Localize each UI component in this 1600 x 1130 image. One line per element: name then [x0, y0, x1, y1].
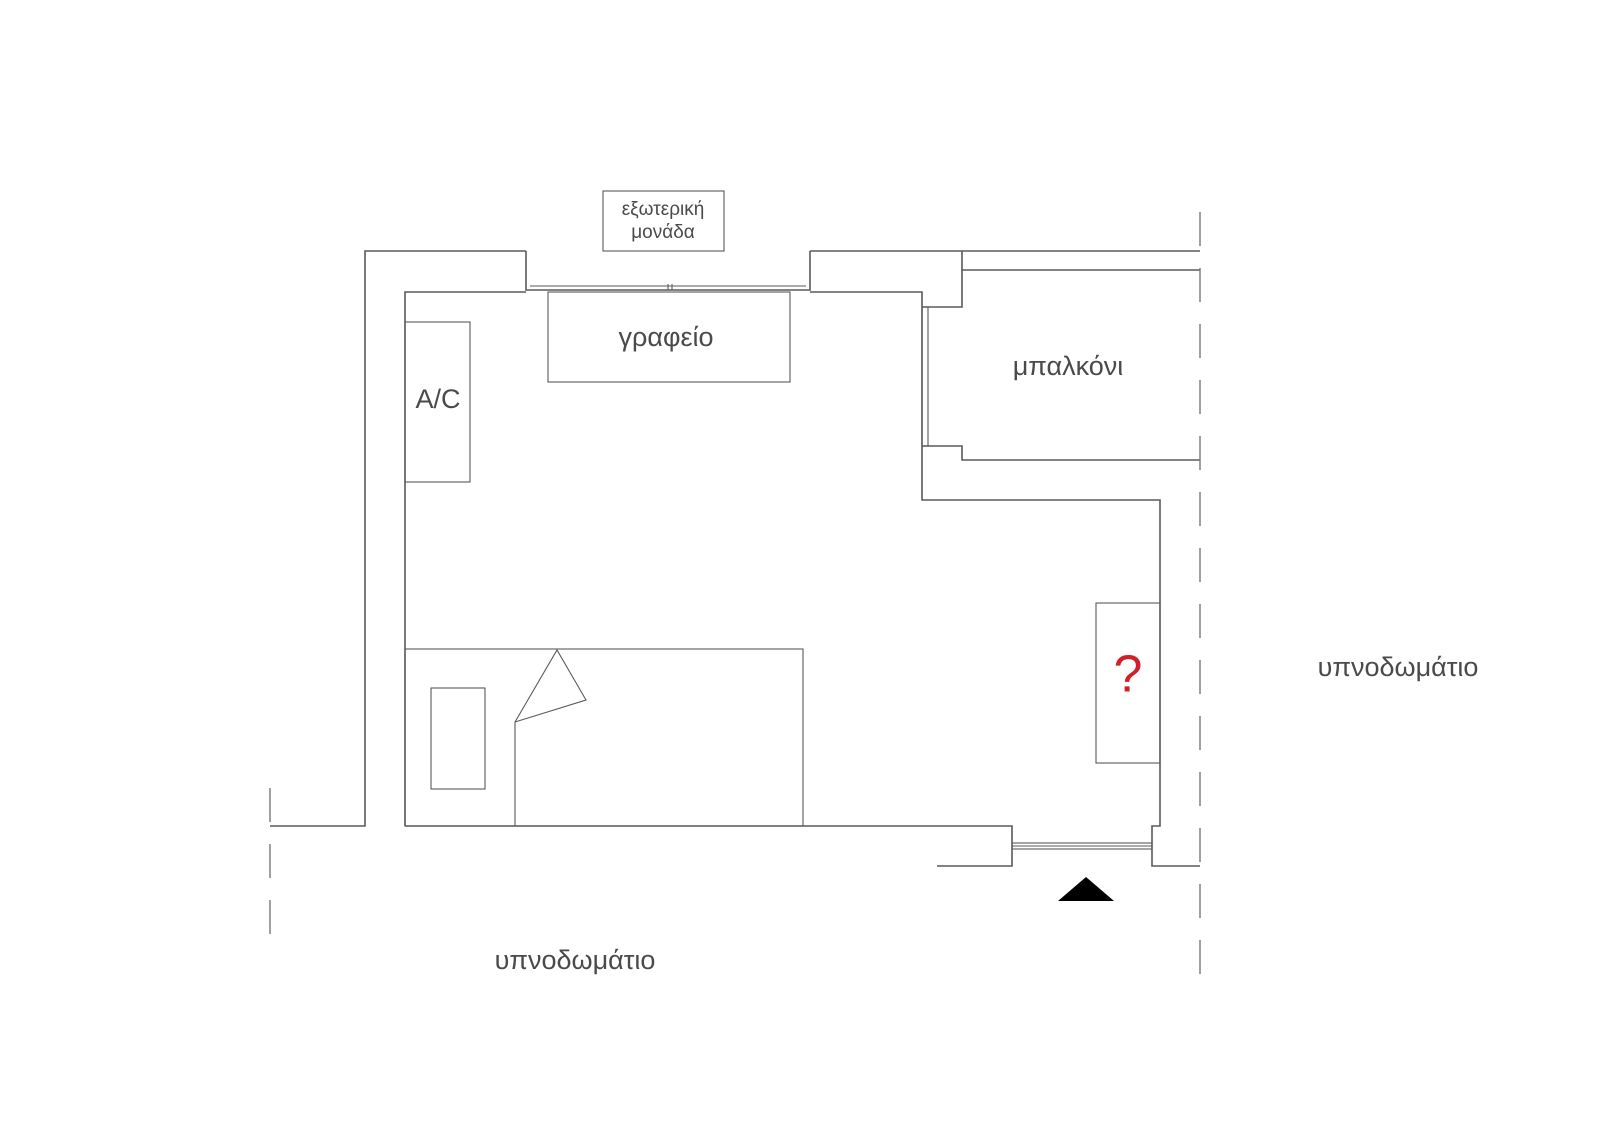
adjacent-bedroom-bottom-label: υπνοδωμάτιο — [495, 945, 656, 975]
bottom-door — [1011, 842, 1153, 901]
balcony-wall-top — [922, 269, 1200, 308]
outer-wall-left — [270, 250, 526, 827]
balcony: μπαλκόνι — [921, 251, 1200, 461]
outdoor-unit-label-line2: μονάδα — [631, 222, 695, 243]
desk-label: γραφείο — [618, 322, 713, 352]
ac-label: A/C — [415, 384, 460, 414]
desk-box — [547, 291, 791, 383]
ac-box — [404, 321, 471, 483]
ac-unit: A/C — [404, 321, 471, 483]
inner-wall-bottom — [405, 825, 1013, 867]
bed-frame — [404, 648, 804, 827]
desk: γραφείο — [547, 291, 791, 383]
unknown-furniture-box — [1095, 602, 1161, 764]
inner-wall-top-left — [404, 291, 526, 826]
outdoor-unit: εξωτερική μονάδα — [602, 190, 725, 252]
balcony-wall-bottom — [922, 445, 1200, 461]
bed-sheet-fold — [514, 648, 587, 826]
balcony-label: μπαλκόνι — [1013, 351, 1124, 381]
outer-walls — [270, 250, 1200, 827]
balcony-door — [921, 306, 929, 447]
dashed-boundaries — [269, 212, 1201, 985]
unknown-furniture: ? — [1095, 602, 1161, 764]
outdoor-unit-box — [602, 190, 725, 252]
door-right-jamb — [1151, 847, 1200, 867]
bed — [404, 648, 804, 827]
outdoor-unit-label-line1: εξωτερική — [622, 199, 705, 220]
entrance-arrow-icon — [1058, 877, 1114, 901]
question-mark-label: ? — [1114, 646, 1143, 704]
adjacent-bedroom-right-label: υπνοδωμάτιο — [1318, 652, 1479, 682]
bed-pillow — [430, 687, 486, 790]
inner-wall-top-right — [810, 291, 1161, 847]
